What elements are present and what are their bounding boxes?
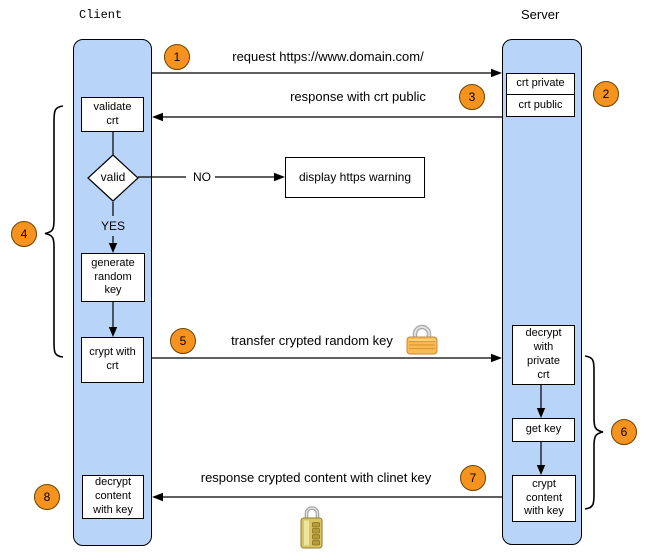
combination-padlock-icon: [300, 506, 323, 549]
valid-diamond-label: valid: [100, 170, 126, 184]
validate-crt-node: validate crt: [81, 97, 144, 132]
request-message-label: request https://www.domain.com/: [232, 49, 424, 64]
closed-padlock-icon: [406, 324, 438, 355]
no-branch-arrow: [138, 172, 285, 182]
crypt-content-with-key-node: crypt content with key: [512, 475, 576, 522]
step-badge-3: 3: [459, 84, 485, 110]
generate-to-crypt-arrow: [108, 302, 118, 337]
server-actor-label: Server: [521, 7, 560, 22]
server-lifeline: [502, 39, 582, 545]
response-arrow: [152, 112, 502, 122]
response-message-label: response with crt public: [290, 89, 426, 104]
step-badge-2: 2: [593, 81, 619, 107]
request-arrow: [152, 68, 502, 78]
no-branch-label: NO: [193, 170, 211, 184]
step-badge-8: 8: [34, 484, 60, 510]
client-steps-brace: [44, 105, 64, 358]
step-badge-4: 4: [11, 221, 37, 247]
crypt-with-crt-node: crypt with crt: [81, 337, 144, 383]
get-key-node: get key: [512, 418, 575, 442]
response-crypted-message-label: response crypted content with clinet key: [200, 470, 432, 485]
crt-public-node: crt public: [506, 94, 575, 117]
step-badge-6: 6: [611, 419, 637, 445]
transfer-message-label: transfer crypted random key: [231, 333, 393, 348]
decrypt-with-private-crt-node: decrypt with private crt: [512, 325, 575, 385]
client-actor-label: Client: [79, 8, 123, 22]
generate-random-key-node: generate random key: [81, 253, 145, 302]
crt-private-node: crt private: [506, 73, 575, 95]
display-https-warning-node: display https warning: [285, 157, 425, 198]
valid-decision-diamond: [87, 154, 139, 202]
decrypt-content-with-key-node: decrypt content with key: [82, 475, 144, 519]
response-crypted-arrow: [152, 492, 502, 502]
transfer-arrow: [152, 353, 502, 363]
step-badge-7: 7: [460, 465, 486, 491]
server-steps-brace: [584, 355, 604, 510]
decrypt-to-getkey-arrow: [536, 385, 546, 418]
step-badge-1: 1: [164, 44, 190, 70]
yes-branch-label: YES: [100, 219, 125, 233]
yes-to-generate-arrow: [108, 236, 118, 253]
step-badge-5: 5: [170, 328, 196, 354]
getkey-to-crypt-arrow: [536, 442, 546, 475]
